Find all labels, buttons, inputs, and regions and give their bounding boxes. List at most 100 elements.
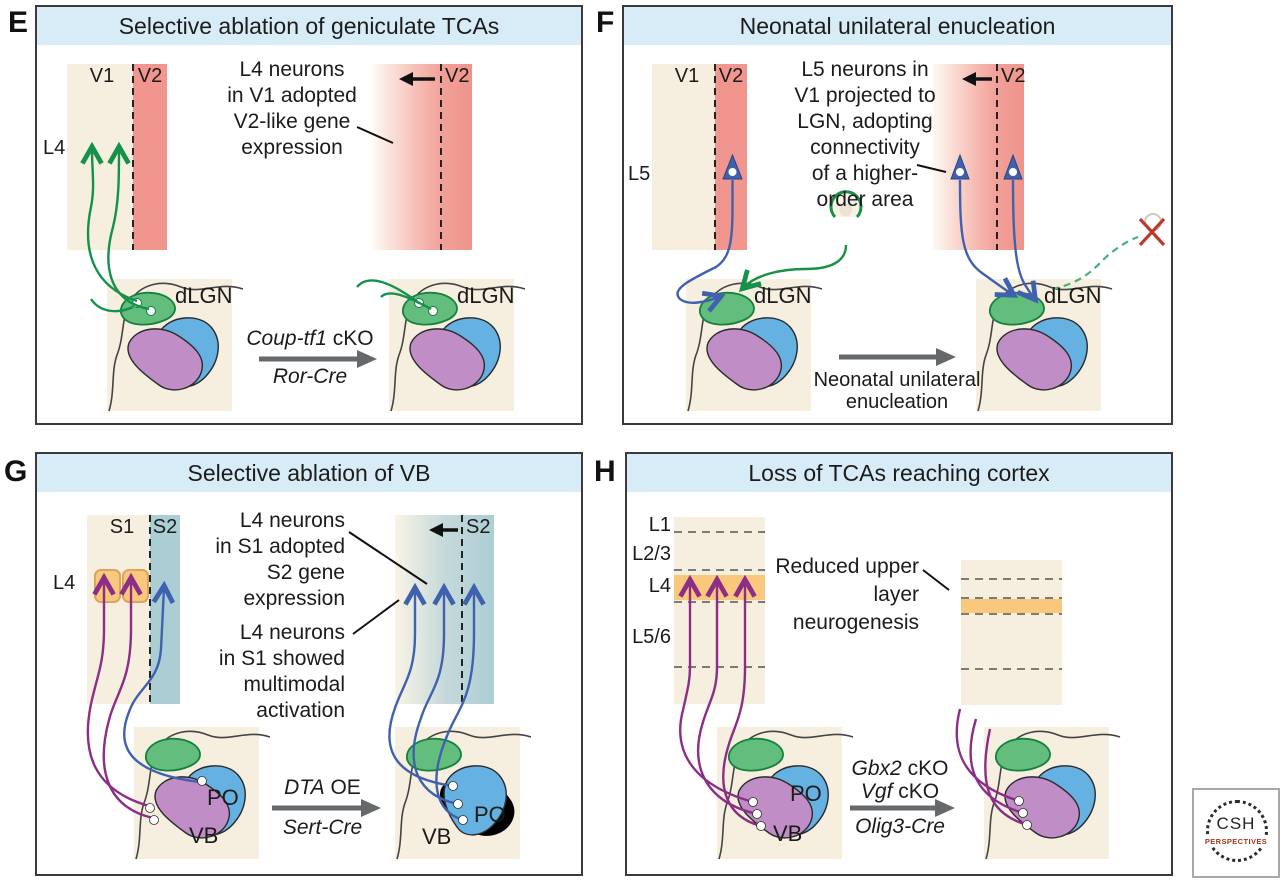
gene-manipulation-line1: DTA OE: [240, 776, 405, 800]
s2-label-right: S2: [466, 516, 491, 538]
annotation-line: LGN, adopting: [797, 110, 933, 133]
l4-label: L4: [53, 572, 76, 594]
annotation-line: neurogenesis: [792, 611, 919, 634]
l4-band-right: [961, 599, 1062, 613]
v1-strip: [67, 64, 133, 250]
gene-manipulation-line2: Ror-Cre: [230, 365, 390, 389]
logo-csh-text: CSH: [1216, 814, 1256, 833]
v2-expansion-gradient-strip: [372, 64, 472, 250]
v2-shift-arrow: [399, 72, 435, 86]
annotation-line: V1 projected to: [794, 84, 936, 107]
retinal-axon: [738, 244, 848, 293]
gene-manipulation-line1: Gbx2 cKO: [820, 757, 980, 781]
l4-label: L4: [43, 137, 66, 159]
panel-e-title: Selective ablation of geniculate TCAs: [37, 7, 581, 45]
treatment-arrow: [259, 350, 377, 368]
annotation-line: L5 neurons in: [801, 58, 929, 81]
geniculate-tca-axons: [80, 141, 150, 313]
annotation-line: activation: [256, 699, 345, 722]
enucleated-eye-x: [1138, 213, 1166, 247]
v2-strip: [133, 64, 167, 250]
treatment-arrow: [839, 348, 956, 366]
thalamus-inset-right: [983, 726, 1121, 860]
l5-axon-to-dlgn: [676, 179, 734, 313]
vb-axons: [86, 572, 154, 820]
annotation-line: in V1 adopted: [227, 84, 357, 107]
logo-perspectives-text: PERSPECTIVES: [1194, 836, 1278, 847]
v2-label: V2: [137, 65, 163, 87]
panel-f-title: Neonatal unilateral enucleation: [624, 7, 1171, 45]
cortex-column-left: [674, 517, 765, 704]
po-axon: [123, 580, 200, 784]
vb-cell-dot: [1018, 808, 1028, 818]
l4-label: L4: [648, 575, 671, 597]
annotation-neurogenesis: Reduced upper layer neurogenesis: [765, 553, 919, 637]
v1-label: V1: [674, 65, 700, 87]
v2-label-right: V2: [445, 65, 470, 87]
gene-name: Gbx2: [851, 757, 902, 780]
vb-cell-dot: [145, 803, 155, 813]
annotation-multimodal: L4 neurons in S1 showed multimodal activ…: [185, 620, 345, 724]
v2-strip: [715, 64, 747, 250]
annotation-line: in S1 adopted: [215, 535, 345, 558]
vb-cell-dot: [149, 815, 159, 825]
cre-driver: Sert-Cre: [282, 816, 363, 839]
annotation-line: order area: [816, 188, 914, 211]
annotation-line: in S1 showed: [218, 647, 345, 670]
po-cell-dot: [448, 781, 458, 791]
v2-expansion-gradient-strip: [932, 64, 1024, 250]
v1-strip: [652, 64, 715, 250]
gene-suffix: cKO: [326, 327, 374, 350]
vb-cell-dot: [756, 821, 766, 831]
panel-g-title: Selective ablation of VB: [37, 454, 581, 492]
v2-shift-arrow: [962, 72, 992, 86]
panel-g-drawing: [86, 515, 532, 860]
l56-label: L5/6: [632, 626, 671, 648]
panel-h-title: Loss of TCAs reaching cortex: [627, 454, 1171, 492]
annotation-pointer-line-2: [352, 599, 400, 635]
panel-h-drawing: [674, 517, 1121, 860]
vb-cell-dot: [748, 797, 758, 807]
s1-label: S1: [109, 516, 135, 538]
cortex-column-right: [961, 560, 1062, 705]
po-cell-dot: [458, 815, 468, 825]
gene-name: Vgf: [860, 780, 893, 803]
annotation-s2-gene: L4 neurons in S1 adopted S2 gene express…: [185, 508, 345, 612]
dlgn-label-right: dLGN: [457, 283, 515, 308]
gene-manipulation-line3: Olig3-Cre: [820, 815, 980, 839]
vb-cell-dot: [752, 809, 762, 819]
panel-e: Selective ablation of geniculate TCAs V1…: [35, 5, 583, 425]
panel-f-letter: F: [596, 6, 615, 39]
eye: [829, 190, 863, 219]
dna-circle-icon: [1206, 800, 1268, 862]
treatment-arrow-label: Neonatal unilateral enucleation: [789, 369, 1005, 413]
annotation-pointer-line: [922, 569, 950, 591]
dlgn-label-left: dLGN: [754, 283, 812, 308]
arrow-label-line: enucleation: [845, 391, 949, 413]
annotation-line: V2-like gene: [233, 110, 351, 133]
panel-f-drawing: [652, 64, 1166, 412]
annotation-line: layer: [873, 583, 919, 606]
treatment-arrow: [272, 799, 381, 817]
l5-neurons-right: [950, 153, 1023, 180]
arrow-label-line: Neonatal unilateral: [813, 369, 981, 391]
po-label: PO: [790, 781, 822, 806]
panel-e-drawing: [67, 64, 526, 412]
vb-axons: [678, 574, 762, 828]
v1-label: V1: [89, 65, 115, 87]
gene-suffix: cKO: [892, 780, 940, 803]
gene-manipulation-line1: Coup-tf1 cKO: [230, 327, 390, 351]
l4-band-left: [674, 575, 765, 600]
panel-f: Neonatal unilateral enucleation V1 V2 L5…: [622, 5, 1173, 425]
thalamus-inset-right: [395, 727, 532, 860]
s2-shift-arrow: [429, 523, 458, 537]
annotation-line: L4 neurons: [239, 509, 345, 532]
treatment-arrow: [850, 799, 955, 817]
dlgn-label-right: dLGN: [1044, 283, 1102, 308]
s2-label: S2: [152, 516, 178, 538]
l5-label: L5: [628, 163, 651, 185]
gene-suffix: OE: [324, 776, 361, 799]
annotation-line: multimodal: [243, 673, 345, 696]
gene-name: Coup-tf1: [246, 327, 327, 350]
